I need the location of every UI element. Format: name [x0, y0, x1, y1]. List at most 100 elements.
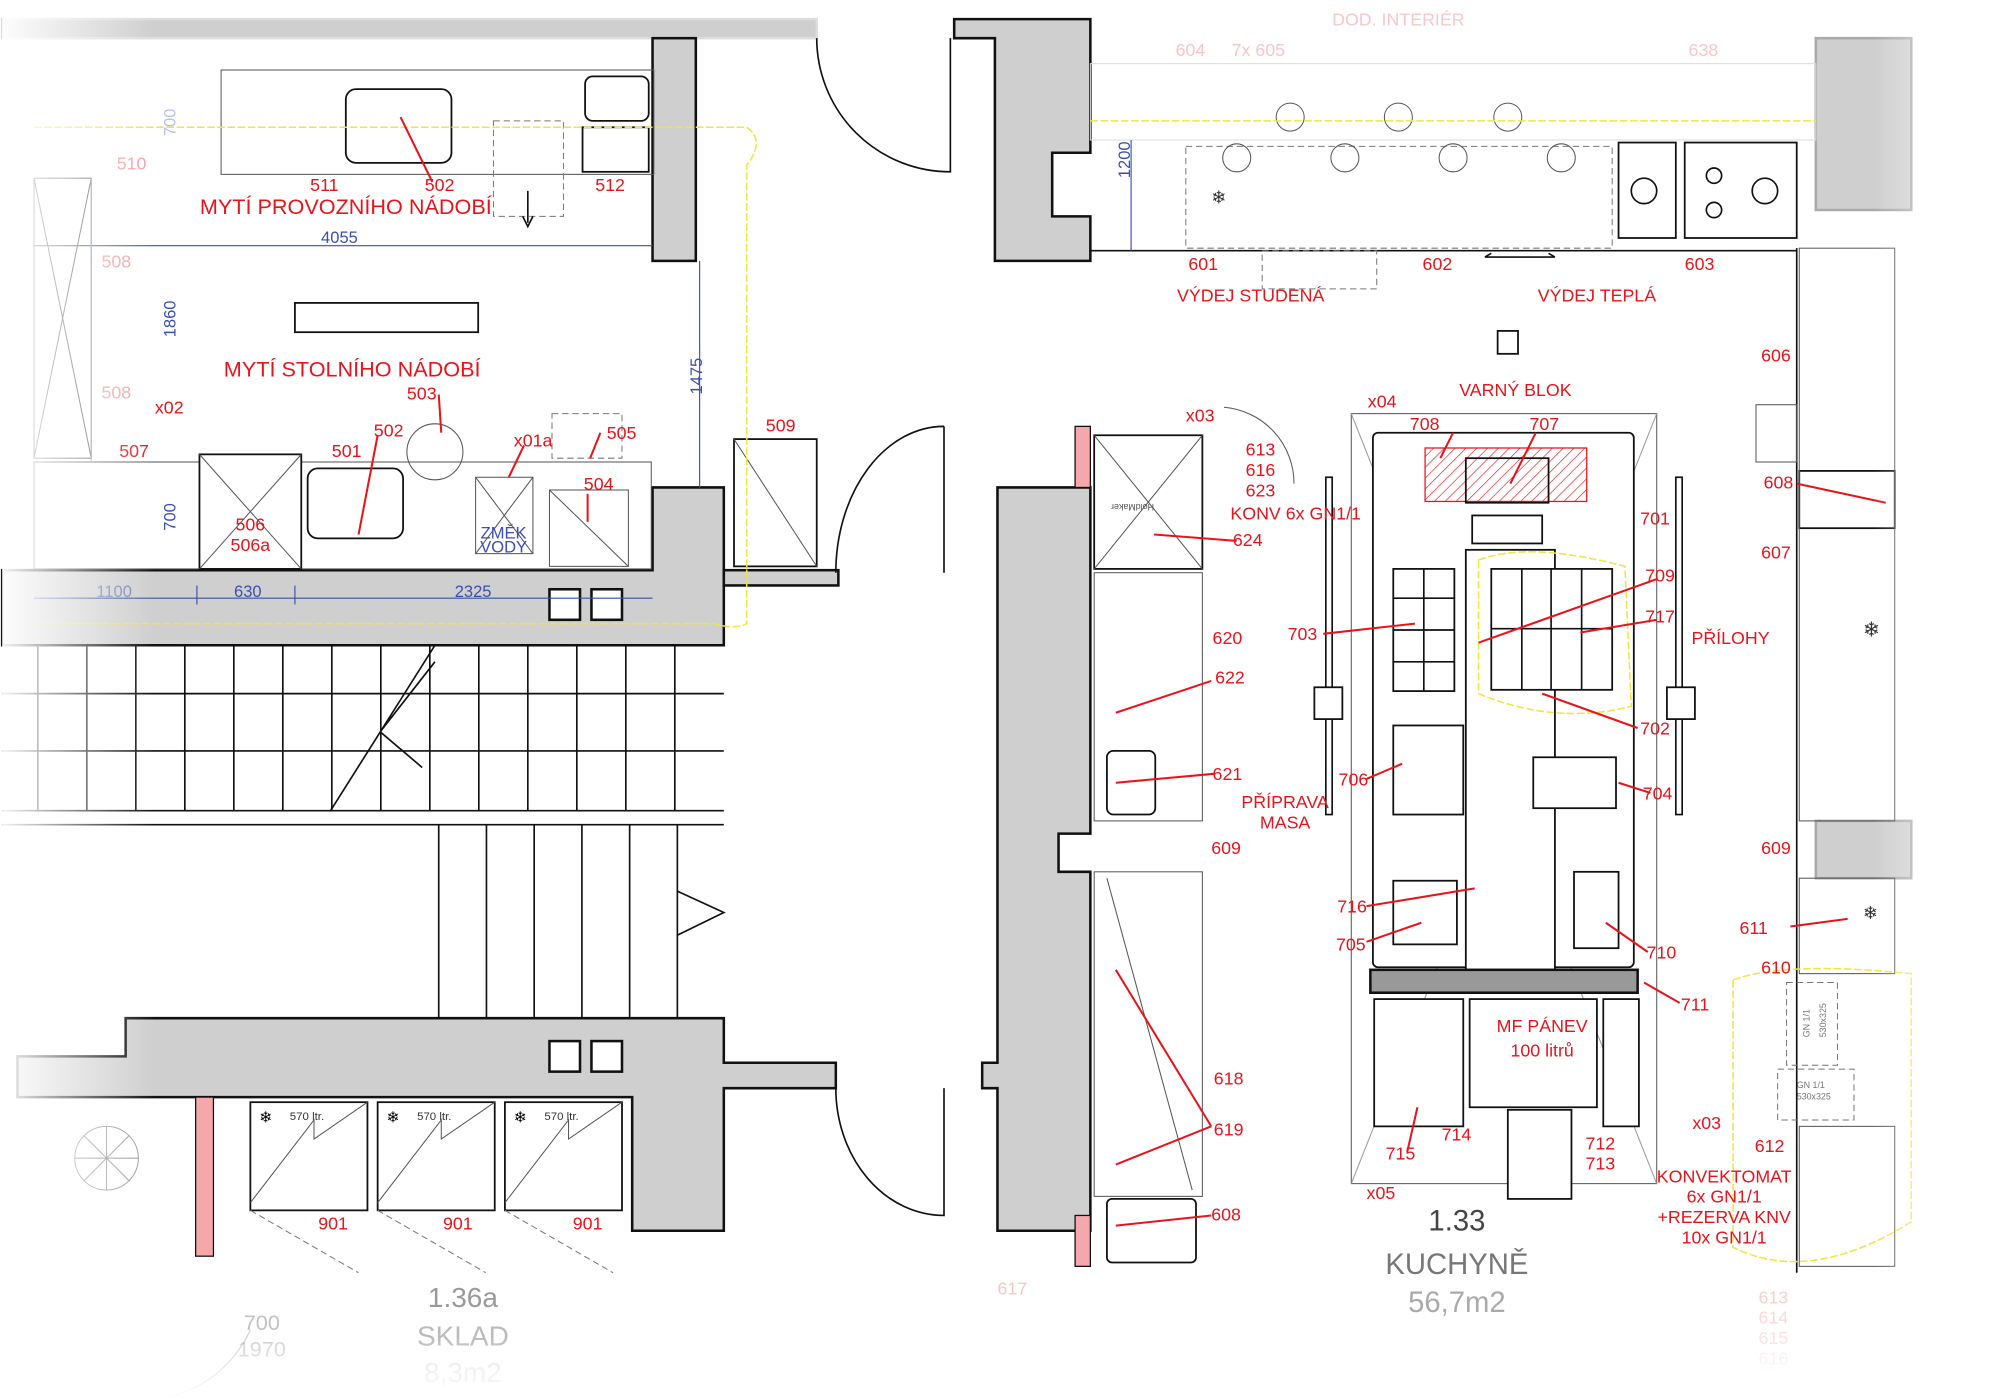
bar-counter	[1089, 63, 1817, 141]
item-506a: 506a	[231, 535, 271, 555]
ceiling-lamp-icon	[1330, 143, 1360, 173]
shaft	[590, 1039, 624, 1073]
freezer-capacity: 570 ltr.	[417, 1111, 451, 1123]
item-608: 608	[1211, 1205, 1241, 1225]
wall-pillar-wash	[651, 36, 698, 263]
room-area-store: 8,3m2	[424, 1357, 502, 1388]
door-swing	[834, 1088, 945, 1217]
combi-oven-label: +REZERVA KNV	[1657, 1207, 1790, 1227]
item-701: 701	[1640, 508, 1670, 528]
item-504: 504	[584, 474, 614, 494]
appliance-704	[1532, 756, 1617, 810]
room-number-store: 1.36a	[428, 1282, 498, 1313]
item-508: 508	[101, 251, 131, 271]
wall-top-left	[0, 17, 818, 40]
wash-room	[33, 69, 818, 570]
stove-703	[1392, 568, 1456, 692]
ceiling-lamp-icon	[1493, 102, 1523, 132]
item-502: 502	[374, 421, 404, 441]
item-712: 712	[1585, 1133, 1615, 1153]
beam-711	[1369, 968, 1639, 994]
item-708: 708	[1410, 414, 1440, 434]
item-702: 702	[1640, 718, 1670, 738]
item-706: 706	[1339, 769, 1369, 789]
zone-wash-operational: MYTÍ PROVOZNÍHO NÁDOBÍ	[200, 194, 492, 219]
zone-cooking-block: VARNÝ BLOK	[1459, 380, 1572, 400]
door-height: 1970	[238, 1337, 286, 1362]
table-504	[548, 489, 629, 567]
freezer-capacity: 570 ltr.	[544, 1111, 578, 1123]
item-716: 716	[1337, 897, 1367, 917]
freezer-3: ❄	[504, 1101, 623, 1212]
snowflake-icon: ❄	[1211, 188, 1226, 208]
door-swing	[129, 1329, 251, 1400]
water-softener-label: ZMĚK	[481, 523, 527, 542]
item-505: 505	[607, 423, 637, 443]
sink-608	[1106, 1198, 1197, 1264]
partition-new	[1074, 1214, 1091, 1267]
freezer-2: ❄	[376, 1101, 496, 1212]
bain-marie	[1617, 141, 1677, 239]
combi-oven-label: 10x GN1/1	[1682, 1227, 1767, 1247]
item-617: 617	[997, 1278, 1027, 1298]
door-width: 700	[244, 1310, 280, 1335]
appliance-brand: HoldMaker	[1111, 502, 1154, 512]
item-703: 703	[1288, 624, 1318, 644]
item-901: 901	[573, 1213, 603, 1233]
dimension-1200: 1200	[1115, 141, 1134, 178]
item-620: 620	[1213, 628, 1243, 648]
item-711: 711	[1681, 995, 1709, 1015]
snowflake-icon: ❄	[259, 1110, 272, 1127]
floor-drain	[294, 302, 480, 334]
dishwasher-512	[581, 126, 650, 173]
item-508: 508	[101, 382, 131, 402]
freezer-capacity: 570 ltr.	[290, 1111, 324, 1123]
gn-label: 530x325	[1797, 1092, 1831, 1102]
fryer-706	[1392, 724, 1465, 816]
dimension-1475: 1475	[687, 358, 706, 395]
item-501: 501	[332, 441, 362, 461]
snowflake-icon: ❄	[1863, 903, 1878, 923]
item-608: 608	[1764, 473, 1794, 493]
gn-label: 530x325	[1818, 1003, 1828, 1037]
room-name-store: SKLAD	[417, 1320, 509, 1351]
kettle-714	[1373, 998, 1465, 1128]
zone-meat-prep: PŘÍPRAVA	[1241, 792, 1328, 812]
hood-708	[1424, 447, 1588, 503]
dimension-700: 700	[160, 109, 179, 137]
item-611: 611	[1739, 918, 1767, 938]
floor-drain	[1496, 330, 1519, 355]
sink-621	[1106, 750, 1157, 816]
item-613: 613	[1759, 1287, 1789, 1307]
item-602: 602	[1423, 254, 1453, 274]
item-709: 709	[1645, 566, 1675, 586]
ceiling-lamp-icon	[1383, 102, 1413, 132]
revision-cloud	[33, 126, 758, 628]
konv-note: KONV 6x GN1/1	[1230, 503, 1361, 523]
item-507: 507	[119, 441, 149, 461]
item-612: 612	[1755, 1136, 1785, 1156]
water-softener-label: VODY	[480, 537, 527, 556]
item-638: 638	[1689, 40, 1719, 60]
item-x02: x02	[155, 398, 184, 418]
item-609: 609	[1211, 838, 1241, 858]
sink-608b	[1798, 470, 1896, 530]
tilting-pan-label: MF PÁNEV	[1497, 1016, 1588, 1036]
item-610: 610	[1761, 958, 1791, 978]
gn-label: GN 1/1	[1801, 1009, 1811, 1037]
item-901: 901	[318, 1213, 348, 1233]
item-510: 510	[117, 153, 147, 173]
item-623: 623	[1246, 480, 1276, 500]
item-713: 713	[1585, 1154, 1615, 1174]
snowflake-icon: ❄	[1863, 619, 1880, 641]
dimension-1860: 1860	[160, 300, 179, 337]
wall-right-top	[1814, 36, 1913, 212]
item-512: 512	[595, 175, 625, 195]
sink-705	[1392, 879, 1458, 946]
ceiling-lamp-icon	[1275, 102, 1305, 132]
dimension-700: 700	[160, 503, 179, 531]
item-503: 503	[407, 384, 437, 404]
shaft	[548, 1039, 582, 1073]
wall-top-right	[952, 17, 1092, 263]
item-614: 614	[1759, 1308, 1789, 1328]
